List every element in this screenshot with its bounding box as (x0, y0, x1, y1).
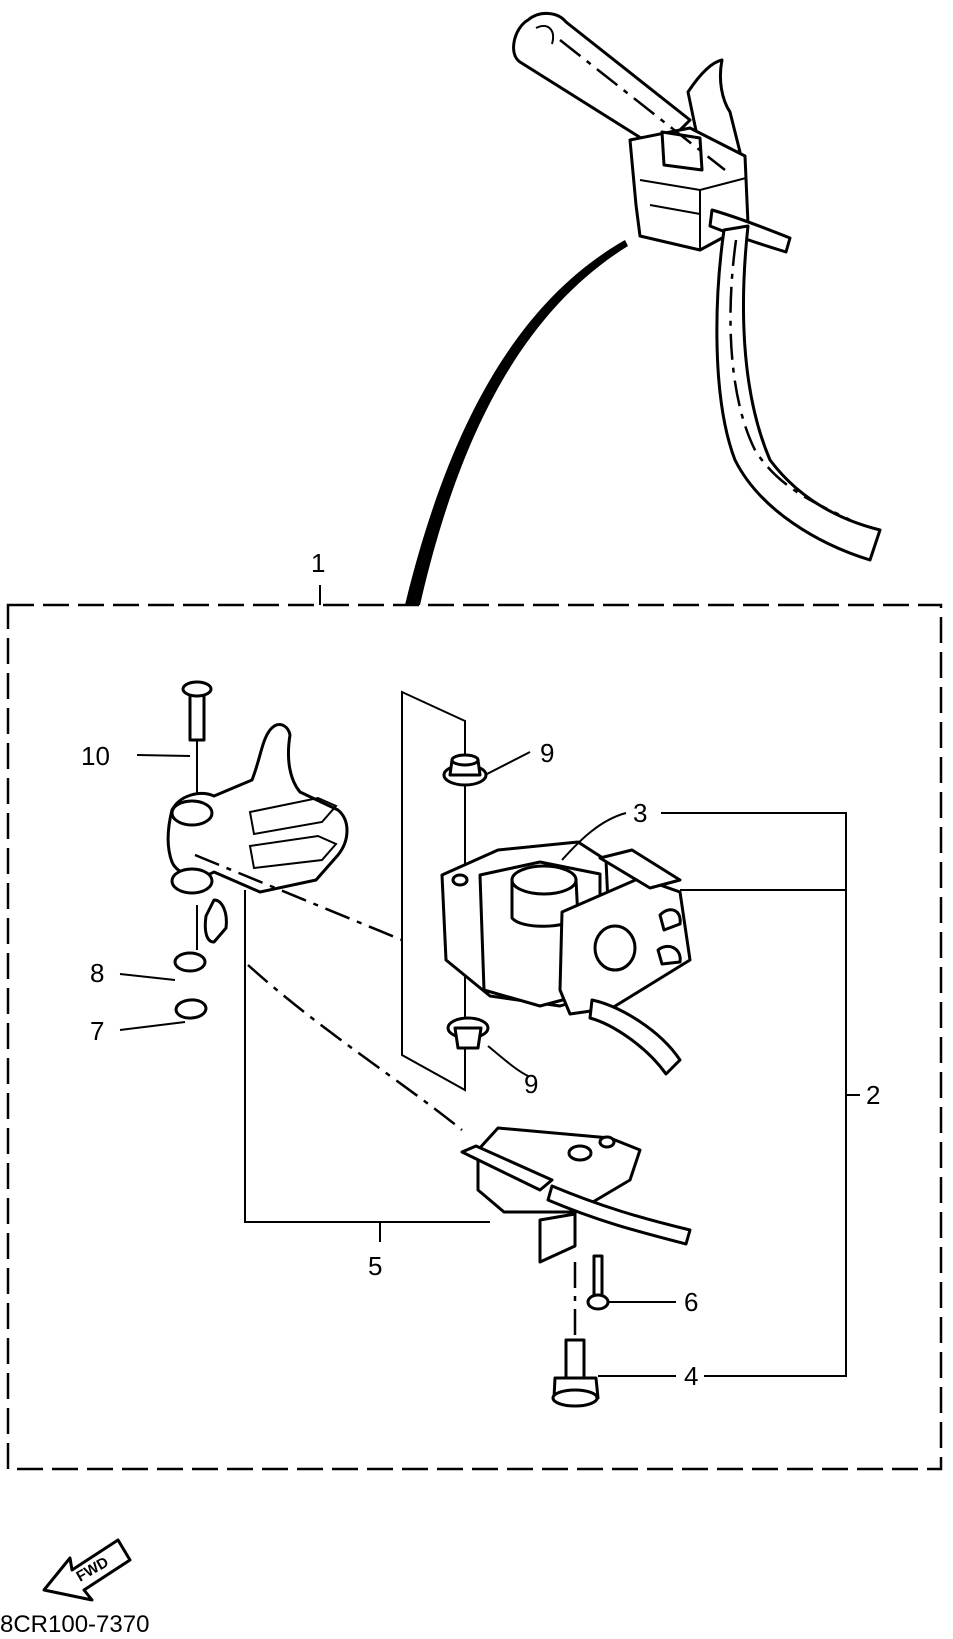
handlebar-illustration (405, 12, 882, 605)
fwd-arrow-icon: FWD (42, 1538, 132, 1602)
throttle-bracket (460, 1126, 692, 1311)
callout-1: 1 (311, 548, 325, 578)
grommet-top (442, 753, 488, 787)
callout-8: 8 (90, 958, 104, 988)
lever-bracket (166, 680, 349, 950)
diagram-code: 8CR100-7370 (0, 1611, 149, 1638)
switch-housing (440, 840, 692, 1076)
callout-2: 2 (866, 1080, 880, 1110)
washer-8 (173, 951, 207, 973)
callout-6: 6 (684, 1287, 698, 1317)
bolt-4 (551, 1338, 600, 1408)
lock-washer-7 (174, 998, 208, 1020)
callout-9-top: 9 (540, 738, 554, 768)
callout-7: 7 (90, 1016, 104, 1046)
callout-3: 3 (633, 798, 647, 828)
callout-5: 5 (368, 1251, 382, 1281)
callout-9-bottom: 9 (524, 1069, 538, 1099)
callout-10: 10 (81, 741, 110, 771)
callout-4: 4 (684, 1361, 698, 1391)
grommet-bottom (446, 1016, 490, 1050)
kit-boundary (6, 603, 943, 1471)
